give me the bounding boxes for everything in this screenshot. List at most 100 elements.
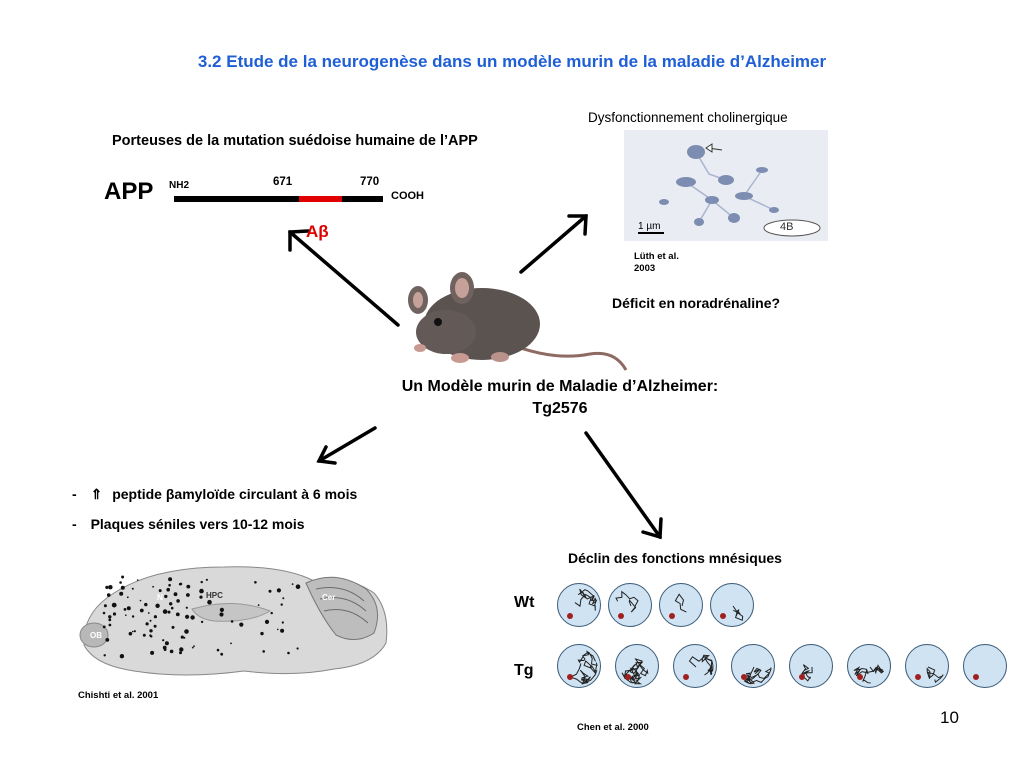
tg-label: Tg <box>514 662 534 679</box>
plaque-dot <box>162 645 167 650</box>
plaque-dot <box>168 577 173 582</box>
maze-trial <box>608 583 652 627</box>
scale-label: 1 µm <box>638 221 661 232</box>
plaque-dot <box>131 615 135 618</box>
plaque-dot <box>276 588 281 593</box>
model-line1: Un Modèle murin de Maladie d’Alzheimer: <box>401 378 719 395</box>
plaque-dot <box>149 629 153 633</box>
plaque-dot <box>158 589 162 593</box>
maze-trial <box>847 644 891 688</box>
plaque-dot <box>230 620 234 623</box>
plaque-dot <box>108 623 112 627</box>
plaque-dot <box>205 578 208 581</box>
plaque-dot <box>119 654 125 659</box>
plaque-dot <box>295 584 301 589</box>
plaque-dot <box>179 651 182 655</box>
plaque-dot <box>139 599 142 602</box>
brain-label-ob: OB <box>90 631 102 640</box>
arrow-to-cholinergic <box>519 214 588 274</box>
plaque-dot <box>162 609 168 614</box>
plaque-dot <box>185 614 190 619</box>
plaque-dot <box>152 585 154 588</box>
app-heading: Porteuses de la mutation suédoise humain… <box>112 133 478 149</box>
abeta-label: Aβ <box>306 222 329 241</box>
plaque-dot <box>108 615 112 619</box>
plaque-dot <box>207 599 212 605</box>
plaque-dot <box>184 629 189 634</box>
plaque-dot <box>108 618 112 622</box>
plaque-dot <box>179 647 184 652</box>
plaque-dot <box>105 638 110 642</box>
plaque-dot <box>166 587 170 592</box>
plaque-dot <box>147 612 150 614</box>
plaque-dot <box>144 602 148 607</box>
plaque-dot <box>123 608 127 611</box>
finding-plaques-text: Plaques séniles vers 10-12 mois <box>90 516 305 532</box>
plaque-dot <box>260 631 264 636</box>
cooh-label: COOH <box>391 190 424 202</box>
plaque-dot <box>126 606 131 611</box>
noradrenaline-deficit: Déficit en noradrénaline? <box>612 295 781 311</box>
plaque-dot <box>173 592 178 597</box>
chishti-citation: Chishti et al. 2001 <box>78 690 159 701</box>
nh2-label: NH2 <box>169 180 190 191</box>
plaque-dot <box>185 606 188 609</box>
plaque-dot <box>131 587 134 590</box>
plaque-dot <box>125 614 127 616</box>
slide-title: 3.2 Etude de la neurogenèse dans un modè… <box>197 52 827 71</box>
plaque-dot <box>190 615 195 620</box>
maze-trial <box>789 644 833 688</box>
plaque-dot <box>112 612 117 616</box>
plaque-dot <box>220 652 224 656</box>
plaque-dot <box>169 649 174 654</box>
wt-label: Wt <box>514 594 535 611</box>
memory-heading: Déclin des fonctions mnésiques <box>568 550 782 566</box>
finding-beta: β <box>165 486 175 502</box>
plaque-dot <box>280 603 283 606</box>
model-line2: Tg2576 <box>532 400 588 417</box>
plaque-dot <box>199 595 203 599</box>
plaque-dot <box>106 593 111 597</box>
plaque-dot <box>103 604 107 608</box>
position-770: 770 <box>360 176 380 188</box>
finding-plaques: - Plaques séniles vers 10-12 mois <box>72 516 305 532</box>
plaque-dot <box>180 635 184 639</box>
plaque-dot <box>186 593 190 597</box>
luth-citation-line1: Lüth et al. <box>634 251 679 262</box>
plaque-dot <box>131 630 134 633</box>
plaque-dot <box>270 611 273 615</box>
mouse-image <box>408 272 628 371</box>
cholinergic-heading: Dysfonctionnement cholinergique <box>588 110 788 125</box>
maze-trial <box>963 644 1007 688</box>
arrow-to-memory <box>584 431 663 540</box>
plaque-dot <box>120 585 125 590</box>
finding-dash: - <box>72 516 77 532</box>
chen-citation: Chen et al. 2000 <box>577 722 649 733</box>
plaque-dot <box>268 589 272 593</box>
cholinergic-micrograph: 1 µm 4B <box>624 130 828 241</box>
plaque-dot <box>176 599 180 603</box>
plaque-dot <box>128 631 133 636</box>
plaque-dot <box>102 611 106 615</box>
plaque-dot <box>142 633 146 637</box>
plaque-dot <box>139 608 144 613</box>
plaque-dot <box>282 597 285 600</box>
maze-trial <box>905 644 949 688</box>
plaque-dot <box>200 580 203 584</box>
plaque-dot <box>296 647 299 650</box>
plaque-dot <box>145 622 149 626</box>
position-671: 671 <box>273 176 293 188</box>
plaque-dot <box>153 615 157 619</box>
plaque-dot <box>262 650 265 653</box>
finding-text-after: amyloïde circulant à 6 mois <box>174 486 358 502</box>
plaque-dot <box>178 583 182 586</box>
plaque-dot <box>105 585 109 589</box>
plaque-dot <box>111 602 117 608</box>
plaque-dot <box>164 641 169 646</box>
plaque-dot <box>126 596 129 599</box>
plaque-dot <box>119 581 122 584</box>
arrow-to-app <box>288 229 400 327</box>
brain-label-cer: Cer <box>322 593 336 602</box>
plaque-dot <box>291 583 294 585</box>
maze-trial <box>673 644 717 688</box>
